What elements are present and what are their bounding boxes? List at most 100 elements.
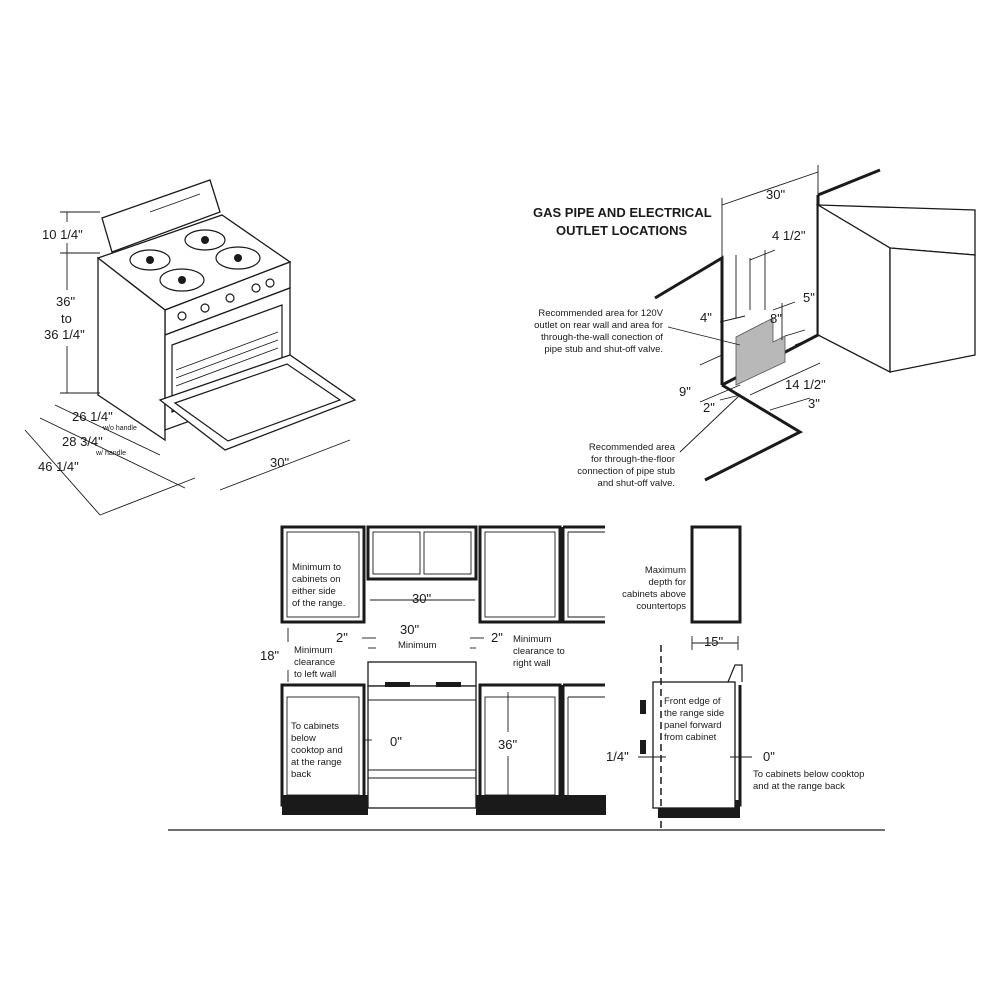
svg-text:panel forward: panel forward bbox=[664, 720, 722, 731]
svg-text:cabinets above: cabinets above bbox=[622, 589, 686, 600]
cooktop-height-label: 36" bbox=[56, 294, 75, 309]
front-view-cabinets bbox=[168, 525, 885, 831]
upper-cabinet-side bbox=[690, 525, 742, 624]
svg-text:cabinets on: cabinets on bbox=[292, 574, 341, 585]
knob-icon bbox=[225, 293, 235, 303]
counter-height-36-label: 36" bbox=[498, 737, 517, 752]
knob-icon bbox=[200, 303, 210, 313]
svg-text:Recommended area: Recommended area bbox=[589, 442, 676, 453]
svg-text:from cabinet: from cabinet bbox=[664, 732, 717, 743]
svg-text:and at the range back: and at the range back bbox=[753, 781, 845, 792]
side-view bbox=[638, 525, 752, 832]
left-wall-note: Minimum clearance to left wall bbox=[294, 645, 336, 680]
svg-text:and shut-off valve.: and shut-off valve. bbox=[598, 478, 675, 489]
cooktop-height-to: to bbox=[61, 311, 72, 326]
dim-9-label: 9" bbox=[679, 384, 691, 399]
dim-4-label: 4" bbox=[700, 310, 712, 325]
right-wall-note: Minimum clearance to right wall bbox=[513, 634, 565, 669]
knob-icon bbox=[265, 278, 275, 288]
backguard-height-label: 10 1/4" bbox=[42, 227, 83, 242]
gas-pipe-title-line1: GAS PIPE AND ELECTRICAL bbox=[533, 205, 712, 220]
cabinet-gap-30-label: 30" bbox=[412, 591, 431, 606]
svg-text:through-the-wall conection of: through-the-wall conection of bbox=[541, 332, 663, 343]
svg-text:Recommended area for 120V: Recommended area for 120V bbox=[538, 308, 663, 319]
knob-icon bbox=[177, 311, 187, 321]
svg-text:Maximum: Maximum bbox=[645, 565, 686, 576]
svg-text:of the range.: of the range. bbox=[292, 598, 345, 609]
min-width-30-label: 30" bbox=[400, 622, 419, 637]
side-zero-clearance-label: 0" bbox=[763, 749, 775, 764]
toe-kick-left bbox=[282, 795, 368, 815]
depth-door-open-label: 46 1/4" bbox=[38, 459, 79, 474]
svg-text:Minimum: Minimum bbox=[513, 634, 552, 645]
cooktop-height-max-label: 36 1/4" bbox=[44, 327, 85, 342]
left-clearance-2-label: 2" bbox=[336, 630, 348, 645]
svg-text:for through-the-floor: for through-the-floor bbox=[591, 454, 675, 465]
svg-text:clearance to: clearance to bbox=[513, 646, 565, 657]
upper-cabinet-right bbox=[478, 525, 562, 624]
range-side-panel bbox=[97, 256, 166, 442]
wall-outlet-note: Recommended area for 120V outlet on rear… bbox=[534, 308, 664, 355]
dim-3-label: 3" bbox=[808, 396, 820, 411]
svg-text:clearance: clearance bbox=[294, 657, 335, 668]
range-dimension-lines bbox=[24, 211, 351, 516]
range-illustration bbox=[96, 179, 357, 451]
gas-width-label: 30" bbox=[766, 187, 785, 202]
oven-door-open bbox=[158, 354, 357, 451]
dim-14-1-2-label: 14 1/2" bbox=[785, 377, 826, 392]
svg-text:outlet on rear wall and area f: outlet on rear wall and area for bbox=[534, 320, 663, 331]
min-width-label: Minimum bbox=[398, 640, 437, 651]
gas-pipe-title-line2: OUTLET LOCATIONS bbox=[556, 223, 688, 238]
svg-text:the range side: the range side bbox=[664, 708, 724, 719]
max-depth-15-label: 15" bbox=[704, 634, 723, 649]
burner-grates bbox=[129, 229, 261, 292]
side-offset-1-4-label: 1/4" bbox=[606, 749, 629, 764]
upper-cabinet-over-range bbox=[366, 525, 478, 581]
svg-text:connection of pipe stub: connection of pipe stub bbox=[577, 466, 675, 477]
range-side-panel-view bbox=[652, 681, 736, 809]
svg-text:at the range: at the range bbox=[291, 757, 342, 768]
toe-kick-right bbox=[476, 795, 606, 815]
zero-clearance-label: 0" bbox=[390, 734, 402, 749]
dim-2-label: 2" bbox=[703, 400, 715, 415]
gas-pipe-wall-illustration bbox=[654, 165, 976, 482]
depth-with-handle-label: 28 3/4" bbox=[62, 434, 103, 449]
dim-4-1-2-label: 4 1/2" bbox=[772, 228, 806, 243]
range-backguard bbox=[101, 179, 221, 253]
svg-text:Minimum to: Minimum to bbox=[292, 562, 341, 573]
depth-with-handle-note: w/ handle bbox=[95, 450, 126, 457]
height-18-label: 18" bbox=[260, 648, 279, 663]
depth-no-handle-label: 26 1/4" bbox=[72, 409, 113, 424]
svg-text:countertops: countertops bbox=[636, 601, 686, 612]
svg-text:Minimum: Minimum bbox=[294, 645, 333, 656]
svg-text:To cabinets: To cabinets bbox=[291, 721, 339, 732]
svg-text:back: back bbox=[291, 769, 311, 780]
range-front-body bbox=[367, 685, 477, 809]
svg-text:depth for: depth for bbox=[649, 577, 687, 588]
svg-text:pipe stub and shut-off valve.: pipe stub and shut-off valve. bbox=[544, 344, 663, 355]
adjacent-cabinet-front bbox=[889, 247, 976, 373]
floor-connection-note: Recommended area for through-the-floor c… bbox=[577, 442, 675, 489]
svg-text:To cabinets below cooktop: To cabinets below cooktop bbox=[753, 769, 864, 780]
outlet-area-shading bbox=[735, 317, 786, 386]
min-cabinet-note: Minimum to cabinets on either side of th… bbox=[292, 562, 345, 609]
svg-text:below: below bbox=[291, 733, 316, 744]
max-depth-note: Maximum depth for cabinets above counter… bbox=[622, 565, 686, 612]
svg-text:Front edge of: Front edge of bbox=[664, 696, 721, 707]
right-clearance-2-label: 2" bbox=[491, 630, 503, 645]
lower-cabinet-right bbox=[478, 683, 562, 807]
svg-text:right wall: right wall bbox=[513, 658, 551, 669]
range-width-label: 30" bbox=[270, 455, 289, 470]
svg-text:cooktop and: cooktop and bbox=[291, 745, 343, 756]
upper-cabinet-left bbox=[280, 525, 366, 624]
depth-no-handle-note: w/o handle bbox=[102, 425, 137, 432]
side-below-note: To cabinets below cooktop and at the ran… bbox=[753, 769, 864, 792]
dim-8-label: 8" bbox=[770, 311, 782, 326]
front-edge-note: Front edge of the range side panel forwa… bbox=[664, 696, 724, 743]
svg-text:to left wall: to left wall bbox=[294, 669, 336, 680]
dim-5-label: 5" bbox=[803, 290, 815, 305]
knob-icon bbox=[251, 283, 261, 293]
below-cooktop-note: To cabinets below cooktop and at the ran… bbox=[291, 721, 343, 780]
